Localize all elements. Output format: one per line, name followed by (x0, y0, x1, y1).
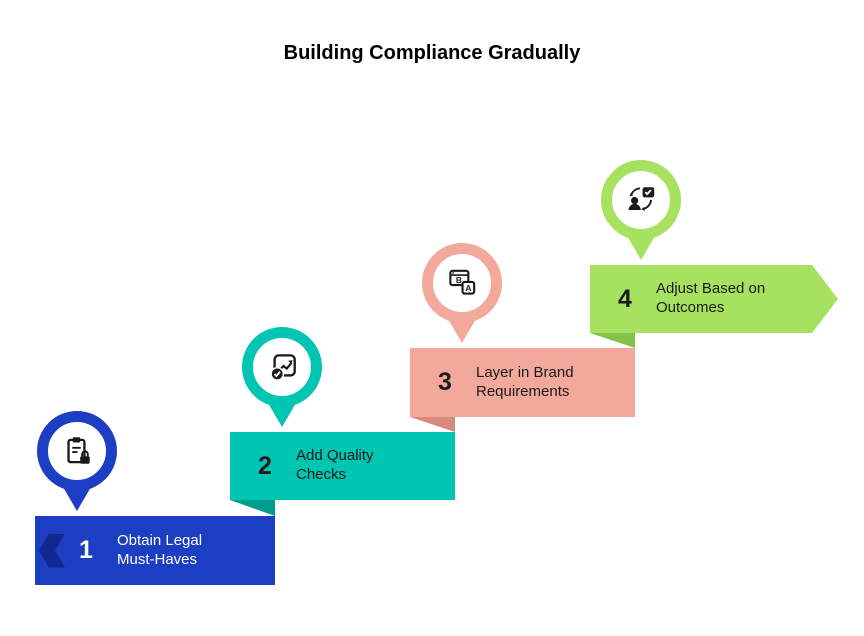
step3-bar: 3 Layer in Brand Requirements (410, 348, 635, 417)
chart-growth-check-icon (270, 354, 296, 381)
step3-label: Layer in Brand Requirements (476, 363, 574, 400)
step4-arrow-tip (812, 265, 838, 333)
ab-test-icon: B A (449, 269, 476, 295)
step2-pin-pointer (268, 403, 296, 427)
step1-bar: 1 Obtain Legal Must-Haves (35, 516, 275, 585)
step2-bar: 2 Add Quality Checks (230, 432, 455, 500)
step2-pin (242, 327, 322, 407)
step3-pin-pointer (448, 319, 476, 343)
step1-number: 1 (79, 536, 93, 564)
step3-number: 3 (438, 368, 452, 396)
step1-pin (37, 411, 117, 491)
step4-number: 4 (618, 284, 632, 313)
step1-label: Obtain Legal Must-Haves (117, 531, 203, 568)
step3-ribbon-fold (410, 417, 455, 432)
people-sync-icon (628, 187, 655, 211)
step2-label: Add Quality Checks (296, 447, 374, 483)
icon-letter-b: B (456, 275, 462, 285)
step4-label: Adjust Based on Outcomes (656, 280, 766, 316)
diagram-title: Building Compliance Gradually (283, 42, 581, 64)
step2-number: 2 (258, 451, 272, 480)
step4-ribbon-fold (590, 333, 635, 348)
step1-ribbon-chevron (39, 533, 65, 568)
step2-ribbon-fold (230, 500, 275, 516)
step4-pin-pointer (627, 236, 655, 260)
icon-letter-a: A (465, 283, 471, 293)
step3-pin: B A (422, 243, 502, 323)
step1-pin-pointer (63, 487, 91, 511)
step4-pin (601, 160, 681, 240)
step4-bar: 4 Adjust Based on Outcomes (590, 265, 812, 333)
clipboard-lock-icon (67, 437, 90, 464)
